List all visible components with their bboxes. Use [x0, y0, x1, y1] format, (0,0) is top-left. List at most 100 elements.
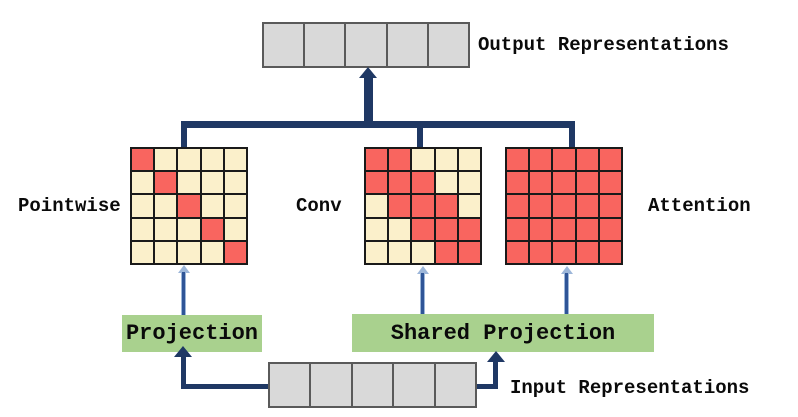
input-to-projection-arrow-horizontal: [181, 384, 269, 389]
branch-horizontal-bar: [181, 121, 575, 128]
input-to-projection-arrow-vertical: [181, 357, 186, 389]
matrix-cell: [412, 241, 434, 263]
matrix-cell: [458, 241, 480, 263]
input-representations-bar: [268, 362, 477, 408]
shared-projection-box: Shared Projection: [352, 314, 654, 352]
matrix-cell: [412, 149, 434, 171]
matrix-cell: [178, 218, 200, 240]
conv-label: Conv: [296, 195, 342, 217]
attention-matrix: [505, 147, 623, 265]
matrix-cell: [366, 195, 388, 217]
bar-cell: [311, 364, 353, 406]
matrix-cell: [366, 172, 388, 194]
matrix-cell: [553, 172, 575, 194]
input-to-shared-projection-arrow-horizontal: [477, 384, 498, 389]
matrix-cell: [178, 149, 200, 171]
matrix-cell: [224, 241, 246, 263]
branch-drop-conv: [417, 126, 423, 148]
output-representations-bar: [262, 22, 470, 68]
projection-box: Projection: [122, 315, 262, 352]
matrix-cell: [530, 241, 552, 263]
bar-cell: [346, 24, 388, 66]
matrix-cell: [599, 241, 621, 263]
bar-cell: [394, 364, 436, 406]
matrix-cell: [576, 241, 598, 263]
matrix-cell: [201, 218, 223, 240]
matrix-cell: [435, 218, 457, 240]
matrix-cell: [201, 241, 223, 263]
matrix-cell: [435, 241, 457, 263]
matrix-cell: [458, 195, 480, 217]
matrix-cell: [435, 195, 457, 217]
input-to-projection-arrowhead-icon: [174, 346, 192, 357]
matrix-cell: [224, 172, 246, 194]
matrix-cell: [576, 195, 598, 217]
branch-drop-attention: [569, 121, 575, 148]
shared-projection-to-attention-arrowhead-icon: [561, 266, 573, 274]
shared-projection-to-conv-arrow: [421, 273, 424, 315]
matrix-cell: [132, 195, 154, 217]
matrix-cell: [389, 241, 411, 263]
matrix-cell: [530, 195, 552, 217]
bar-cell: [264, 24, 306, 66]
matrix-cell: [507, 241, 529, 263]
matrix-cell: [178, 195, 200, 217]
bar-cell: [435, 364, 476, 406]
matrix-cell: [530, 149, 552, 171]
matrix-cell: [224, 195, 246, 217]
matrix-cell: [553, 241, 575, 263]
matrix-cell: [599, 172, 621, 194]
matrix-cell: [507, 149, 529, 171]
matrix-cell: [155, 172, 177, 194]
matrix-cell: [507, 218, 529, 240]
conv-matrix: [364, 147, 482, 265]
matrix-cell: [576, 172, 598, 194]
matrix-cell: [155, 195, 177, 217]
bar-cell: [270, 364, 312, 406]
projection-to-pointwise-arrowhead-icon: [178, 265, 190, 273]
matrix-cell: [155, 218, 177, 240]
matrix-cell: [599, 149, 621, 171]
matrix-cell: [530, 172, 552, 194]
input-to-shared-projection-arrowhead-icon: [487, 351, 505, 362]
matrix-cell: [178, 241, 200, 263]
pointwise-label: Pointwise: [18, 195, 121, 217]
matrix-cell: [458, 218, 480, 240]
matrix-cell: [530, 218, 552, 240]
bar-cell: [387, 24, 429, 66]
matrix-cell: [201, 195, 223, 217]
input-representations-label: Input Representations: [510, 377, 750, 399]
matrix-cell: [507, 172, 529, 194]
input-to-shared-projection-arrow-vertical: [493, 361, 498, 389]
matrix-cell: [366, 149, 388, 171]
matrix-cell: [553, 218, 575, 240]
matrix-cell: [155, 149, 177, 171]
matrix-cell: [435, 172, 457, 194]
projection-to-pointwise-arrow: [182, 272, 185, 316]
branch-drop-pointwise: [181, 121, 187, 148]
matrix-cell: [224, 149, 246, 171]
matrix-cell: [412, 172, 434, 194]
output-representations-label: Output Representations: [478, 34, 729, 56]
matrix-cell: [132, 241, 154, 263]
shared-projection-to-attention-arrow: [565, 273, 568, 315]
output-arrow-shaft: [364, 76, 373, 122]
matrix-cell: [132, 149, 154, 171]
pointwise-matrix: [130, 147, 248, 265]
matrix-cell: [201, 149, 223, 171]
matrix-cell: [178, 172, 200, 194]
matrix-cell: [389, 149, 411, 171]
matrix-cell: [412, 218, 434, 240]
matrix-cell: [389, 195, 411, 217]
bar-cell: [352, 364, 395, 406]
matrix-cell: [576, 149, 598, 171]
matrix-cell: [412, 195, 434, 217]
matrix-cell: [458, 172, 480, 194]
matrix-cell: [599, 218, 621, 240]
matrix-cell: [458, 149, 480, 171]
matrix-cell: [224, 218, 246, 240]
matrix-cell: [435, 149, 457, 171]
matrix-cell: [389, 218, 411, 240]
shared-projection-to-conv-arrowhead-icon: [417, 266, 429, 274]
